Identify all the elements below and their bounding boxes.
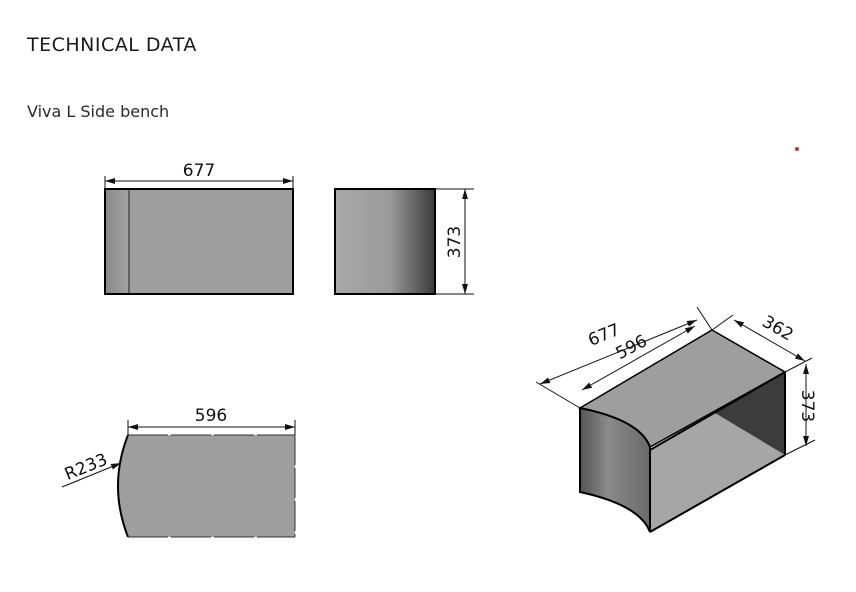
iso-dimension-362: 362 <box>758 312 796 346</box>
page-title: TECHNICAL DATA <box>27 34 197 56</box>
red-dot-marker <box>795 147 799 151</box>
side-view: 373 <box>334 188 474 295</box>
dimension-width-596: 596 <box>195 406 227 426</box>
dimension-radius-r233: R233 <box>62 450 111 485</box>
front-view: 677 <box>104 161 294 295</box>
dimension-height-373: 373 <box>445 226 465 258</box>
dimension-width-677: 677 <box>183 161 215 181</box>
plan-view: 596 R233 <box>61 406 296 538</box>
product-name: Viva L Side bench <box>27 102 170 121</box>
iso-dimension-373: 373 <box>797 390 817 422</box>
isometric-view: 677 596 362 373 <box>535 306 817 533</box>
